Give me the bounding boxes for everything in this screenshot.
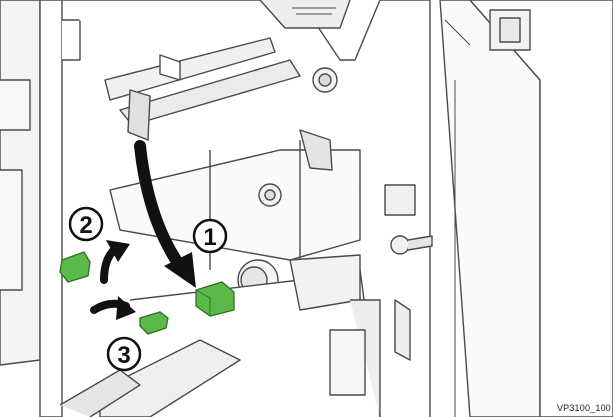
callout-2: 2 <box>70 208 102 240</box>
callout-3-label: 3 <box>117 342 130 369</box>
callout-2-label: 2 <box>79 212 92 239</box>
callout-1: 1 <box>194 220 226 252</box>
figure-code-caption: VP3100_100 <box>557 403 611 413</box>
lever-3-green <box>140 312 168 334</box>
arrow-2-lift-up <box>104 240 130 280</box>
callout-3: 3 <box>108 338 140 370</box>
arrow-3-rotate <box>94 296 136 320</box>
callout-1-label: 1 <box>203 224 216 251</box>
lever-2-green <box>60 252 90 282</box>
